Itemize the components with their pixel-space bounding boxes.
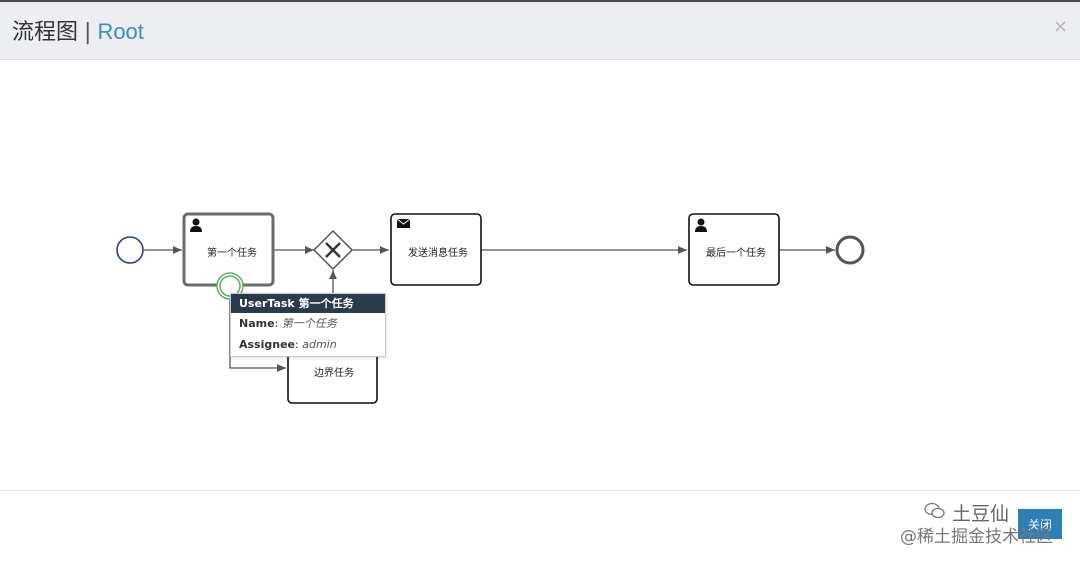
tooltip-header: UserTask 第一个任务 bbox=[231, 294, 385, 313]
task-first-label: 第一个任务 bbox=[207, 246, 257, 259]
task-tooltip: UserTask 第一个任务 Name: 第一个任务 Assignee: adm… bbox=[230, 293, 386, 357]
tooltip-assignee-row: Assignee: admin bbox=[239, 338, 337, 351]
x-icon bbox=[325, 242, 341, 258]
title-separator: | bbox=[84, 20, 92, 45]
task-last-label: 最后一个任务 bbox=[706, 246, 766, 259]
modal-header: 流程图|Root × bbox=[0, 2, 1080, 60]
tooltip-assignee-value: admin bbox=[302, 338, 337, 351]
envelope-icon bbox=[396, 218, 411, 228]
title-text: 流程图 bbox=[12, 20, 79, 45]
task-first[interactable]: 第一个任务 bbox=[182, 212, 275, 287]
tooltip-task-name: 第一个任务 bbox=[298, 297, 354, 310]
bpmn-diagram: 第一个任务 发送消息任务 bbox=[116, 212, 865, 404]
task-send-message-label: 发送消息任务 bbox=[408, 246, 468, 259]
tooltip-assignee-label: Assignee bbox=[239, 338, 296, 351]
modal-title: 流程图|Root bbox=[12, 18, 144, 47]
close-button[interactable]: 关闭 bbox=[1018, 509, 1062, 539]
task-send-message[interactable]: 发送消息任务 bbox=[390, 213, 482, 286]
user-icon bbox=[695, 218, 707, 232]
wechat-icon bbox=[924, 502, 945, 519]
task-boundary-label: 边界任务 bbox=[314, 366, 354, 379]
tooltip-name-row: Name: 第一个任务 bbox=[239, 317, 337, 330]
exclusive-gateway[interactable] bbox=[312, 229, 354, 271]
title-subtitle: Root bbox=[97, 19, 144, 44]
user-icon bbox=[190, 218, 202, 232]
end-event[interactable] bbox=[835, 235, 865, 265]
tooltip-name-label: Name bbox=[239, 317, 275, 330]
modal-footer: 关闭 bbox=[0, 490, 1080, 561]
watermark-author: 土豆仙 bbox=[952, 503, 1010, 525]
start-event[interactable] bbox=[116, 236, 144, 264]
tooltip-name-value: 第一个任务 bbox=[281, 317, 337, 330]
task-last[interactable]: 最后一个任务 bbox=[688, 213, 780, 286]
tooltip-type: UserTask bbox=[239, 297, 295, 310]
boundary-event[interactable] bbox=[216, 272, 244, 300]
close-icon[interactable]: × bbox=[1052, 16, 1068, 37]
watermark-community: @稀土掘金技术社区 bbox=[900, 527, 1053, 547]
